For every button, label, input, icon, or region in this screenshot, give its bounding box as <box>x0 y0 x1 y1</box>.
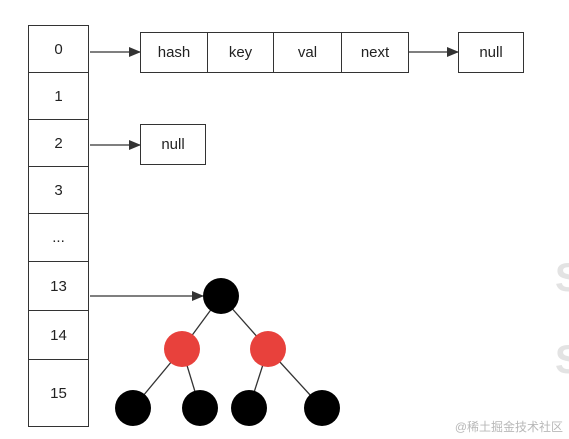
watermark-fragment-top: S <box>555 258 569 298</box>
bucket-15: 15 <box>28 359 89 427</box>
null-label: null <box>161 136 185 153</box>
tree-edges <box>132 295 323 409</box>
tree-node-left-right <box>182 390 218 426</box>
bucket-14: 14 <box>28 310 89 360</box>
bucket-13: 13 <box>28 261 89 311</box>
bucket-3: 3 <box>28 166 89 214</box>
field-label: next <box>360 44 390 61</box>
tree-node-right-left <box>231 390 267 426</box>
bucket-label: ... <box>52 229 65 246</box>
bucket-ellipsis: ... <box>28 213 89 262</box>
bucket-label: 15 <box>50 384 67 402</box>
node-field-next: next <box>341 32 409 73</box>
bucket-label: 2 <box>54 134 63 152</box>
node-field-hash: hash <box>140 32 208 73</box>
node-field-val: val <box>273 32 342 73</box>
tree-node-left-left <box>115 390 151 426</box>
tree-node-left <box>164 331 200 367</box>
bucket-label: 0 <box>54 40 63 58</box>
tree-node-right <box>250 331 286 367</box>
tree-node-root <box>203 278 239 314</box>
red-black-tree <box>115 278 340 426</box>
null-label: null <box>479 44 503 61</box>
bucket-0: 0 <box>28 25 89 73</box>
field-label: val <box>297 44 318 61</box>
node-field-key: key <box>207 32 274 73</box>
bucket-label: 14 <box>50 326 67 344</box>
tree-node-right-right <box>304 390 340 426</box>
watermark-fragment-bottom: S <box>555 340 569 380</box>
bucket-label: 13 <box>50 277 67 295</box>
bucket-label: 3 <box>54 181 63 199</box>
field-label: hash <box>157 44 191 61</box>
null-bucket-2: null <box>140 124 206 165</box>
bucket-1: 1 <box>28 72 89 120</box>
null-terminator: null <box>458 32 524 73</box>
watermark: @稀土掘金技术社区 <box>455 418 563 435</box>
bucket-2: 2 <box>28 119 89 167</box>
bucket-label: 1 <box>54 87 63 105</box>
watermark-text: @稀土掘金技术社区 <box>454 420 563 434</box>
field-label: key <box>228 44 253 61</box>
